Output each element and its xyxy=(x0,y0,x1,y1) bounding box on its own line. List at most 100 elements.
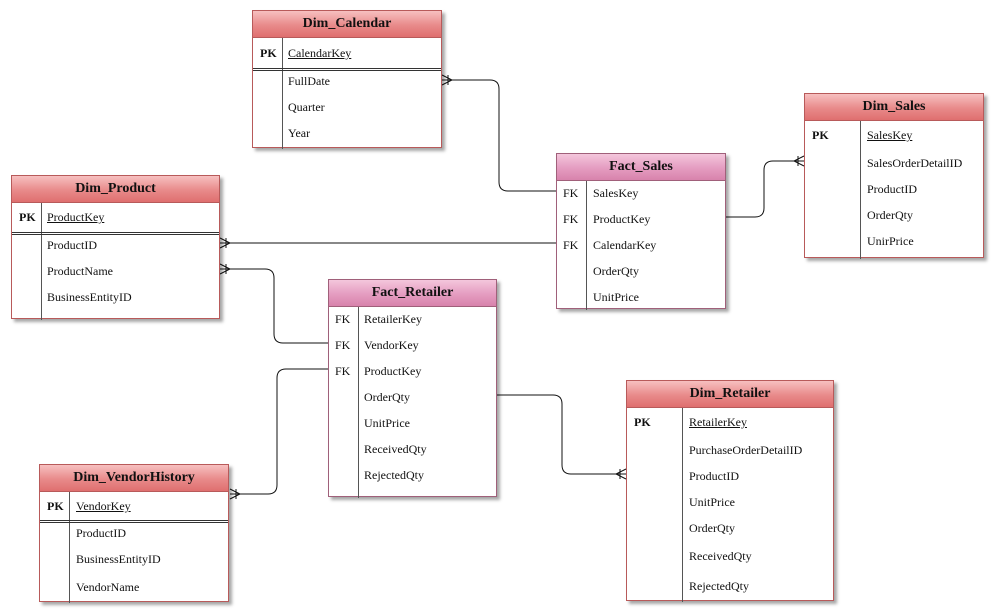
field-row[interactable]: OrderQty xyxy=(557,261,725,281)
entity-title: Dim_Calendar xyxy=(253,11,441,38)
field-name: OrderQty xyxy=(364,390,410,404)
fk-label: FK xyxy=(563,212,579,226)
pk-row[interactable]: PK CalendarKey xyxy=(253,43,441,63)
column-divider xyxy=(586,181,587,310)
field-name: UnitPrice xyxy=(593,290,639,304)
field-row[interactable]: RejectedQty xyxy=(627,576,833,596)
field-name: SalesOrderDetailID xyxy=(867,156,963,170)
fk-row[interactable]: FK ProductKey xyxy=(557,209,725,229)
column-divider xyxy=(282,38,283,149)
field-name: Year xyxy=(288,126,311,140)
field-row[interactable]: RejectedQty xyxy=(329,465,496,485)
column-divider xyxy=(358,307,359,498)
field-row[interactable]: SalesOrderDetailID xyxy=(805,153,983,173)
entity-dim-sales[interactable]: Dim_Sales PK SalesKey SalesOrderDetailID… xyxy=(804,93,984,259)
fk-field: CalendarKey xyxy=(593,238,657,252)
entity-title: Dim_VendorHistory xyxy=(40,465,228,492)
field-name: BusinessEntityID xyxy=(47,290,132,304)
fk-field: SalesKey xyxy=(593,186,639,200)
pk-row[interactable]: PK VendorKey xyxy=(40,496,228,516)
field-name: ReceivedQty xyxy=(689,549,752,563)
relationship-retailer-product xyxy=(220,268,328,344)
field-row[interactable]: UnitPrice xyxy=(627,492,833,512)
field-row[interactable]: ProductID xyxy=(805,179,983,199)
pk-row[interactable]: PK ProductKey xyxy=(12,207,219,227)
field-row[interactable]: BusinessEntityID xyxy=(40,549,228,569)
entity-fact-retailer[interactable]: Fact_Retailer FK RetailerKey FK VendorKe… xyxy=(328,279,497,498)
fk-row[interactable]: FK VendorKey xyxy=(329,335,496,355)
crows-foot-icon xyxy=(219,263,232,275)
fk-label: FK xyxy=(563,186,579,200)
relationship-retailer-vendorhistory xyxy=(230,368,328,495)
field-name: ReceivedQty xyxy=(364,442,427,456)
field-row[interactable]: ProductID xyxy=(12,235,219,255)
fk-label: FK xyxy=(335,364,351,378)
field-row[interactable]: ProductID xyxy=(627,466,833,486)
field-name: FullDate xyxy=(288,74,330,88)
field-row[interactable]: OrderQty xyxy=(627,518,833,538)
field-row[interactable]: ProductID xyxy=(40,523,228,543)
field-name: ProductID xyxy=(867,182,917,196)
fk-row[interactable]: FK CalendarKey xyxy=(557,235,725,255)
fk-row[interactable]: FK RetailerKey xyxy=(329,309,496,329)
crows-foot-icon xyxy=(441,74,454,86)
pk-field: CalendarKey xyxy=(288,46,352,60)
fk-row[interactable]: FK SalesKey xyxy=(557,183,725,203)
field-row[interactable]: OrderQty xyxy=(805,205,983,225)
pk-field: RetailerKey xyxy=(689,415,747,429)
entity-title: Dim_Retailer xyxy=(627,381,833,408)
column-divider xyxy=(41,203,42,320)
field-row[interactable]: UnitPrice xyxy=(557,287,725,307)
field-name: OrderQty xyxy=(689,521,735,535)
field-row[interactable]: FullDate xyxy=(253,71,441,91)
field-name: BusinessEntityID xyxy=(76,552,161,566)
fk-row[interactable]: FK ProductKey xyxy=(329,361,496,381)
relationship-sales-calendar xyxy=(442,79,556,192)
crows-foot-icon xyxy=(614,468,627,480)
fk-label: FK xyxy=(335,338,351,352)
crows-foot-icon xyxy=(219,237,232,249)
field-name: Quarter xyxy=(288,100,325,114)
field-name: RejectedQty xyxy=(364,468,424,482)
field-name: UnitPrice xyxy=(364,416,410,430)
pk-field: VendorKey xyxy=(76,499,131,513)
field-row[interactable]: Year xyxy=(253,123,441,143)
pk-label: PK xyxy=(812,128,829,142)
field-row[interactable]: VendorName xyxy=(40,577,228,597)
field-name: UnirPrice xyxy=(867,234,914,248)
fk-field: ProductKey xyxy=(364,364,422,378)
field-name: ProductID xyxy=(47,238,97,252)
pk-separator xyxy=(12,232,219,235)
pk-field: SalesKey xyxy=(867,128,913,142)
fk-field: VendorKey xyxy=(364,338,419,352)
column-divider xyxy=(69,492,70,603)
field-name: UnitPrice xyxy=(689,495,735,509)
field-row[interactable]: ReceivedQty xyxy=(627,546,833,566)
field-row[interactable]: UnitPrice xyxy=(329,413,496,433)
entity-title: Fact_Retailer xyxy=(329,280,496,307)
entity-title: Dim_Product xyxy=(12,176,219,203)
field-name: ProductID xyxy=(76,526,126,540)
field-row[interactable]: Quarter xyxy=(253,97,441,117)
entity-dim-retailer[interactable]: Dim_Retailer PK RetailerKey PurchaseOrde… xyxy=(626,380,834,602)
field-row[interactable]: PurchaseOrderDetailID xyxy=(627,440,833,460)
column-divider xyxy=(860,121,861,259)
fk-field: RetailerKey xyxy=(364,312,422,326)
field-name: RejectedQty xyxy=(689,579,749,593)
field-row[interactable]: OrderQty xyxy=(329,387,496,407)
pk-separator xyxy=(40,520,228,523)
entity-fact-sales[interactable]: Fact_Sales FK SalesKey FK ProductKey FK … xyxy=(556,153,726,310)
entity-dim-vendorhistory[interactable]: Dim_VendorHistory PK VendorKey ProductID… xyxy=(39,464,229,603)
field-name: OrderQty xyxy=(593,264,639,278)
fk-label: FK xyxy=(335,312,351,326)
field-row[interactable]: UnirPrice xyxy=(805,231,983,251)
pk-row[interactable]: PK SalesKey xyxy=(805,125,983,145)
entity-dim-calendar[interactable]: Dim_Calendar PK CalendarKey FullDate Qua… xyxy=(252,10,442,149)
pk-row[interactable]: PK RetailerKey xyxy=(627,412,833,432)
entity-dim-product[interactable]: Dim_Product PK ProductKey ProductID Prod… xyxy=(11,175,220,320)
relationship-sales-dimsales xyxy=(726,160,804,218)
field-row[interactable]: ReceivedQty xyxy=(329,439,496,459)
pk-label: PK xyxy=(19,210,36,224)
field-row[interactable]: ProductName xyxy=(12,261,219,281)
field-row[interactable]: BusinessEntityID xyxy=(12,287,219,307)
